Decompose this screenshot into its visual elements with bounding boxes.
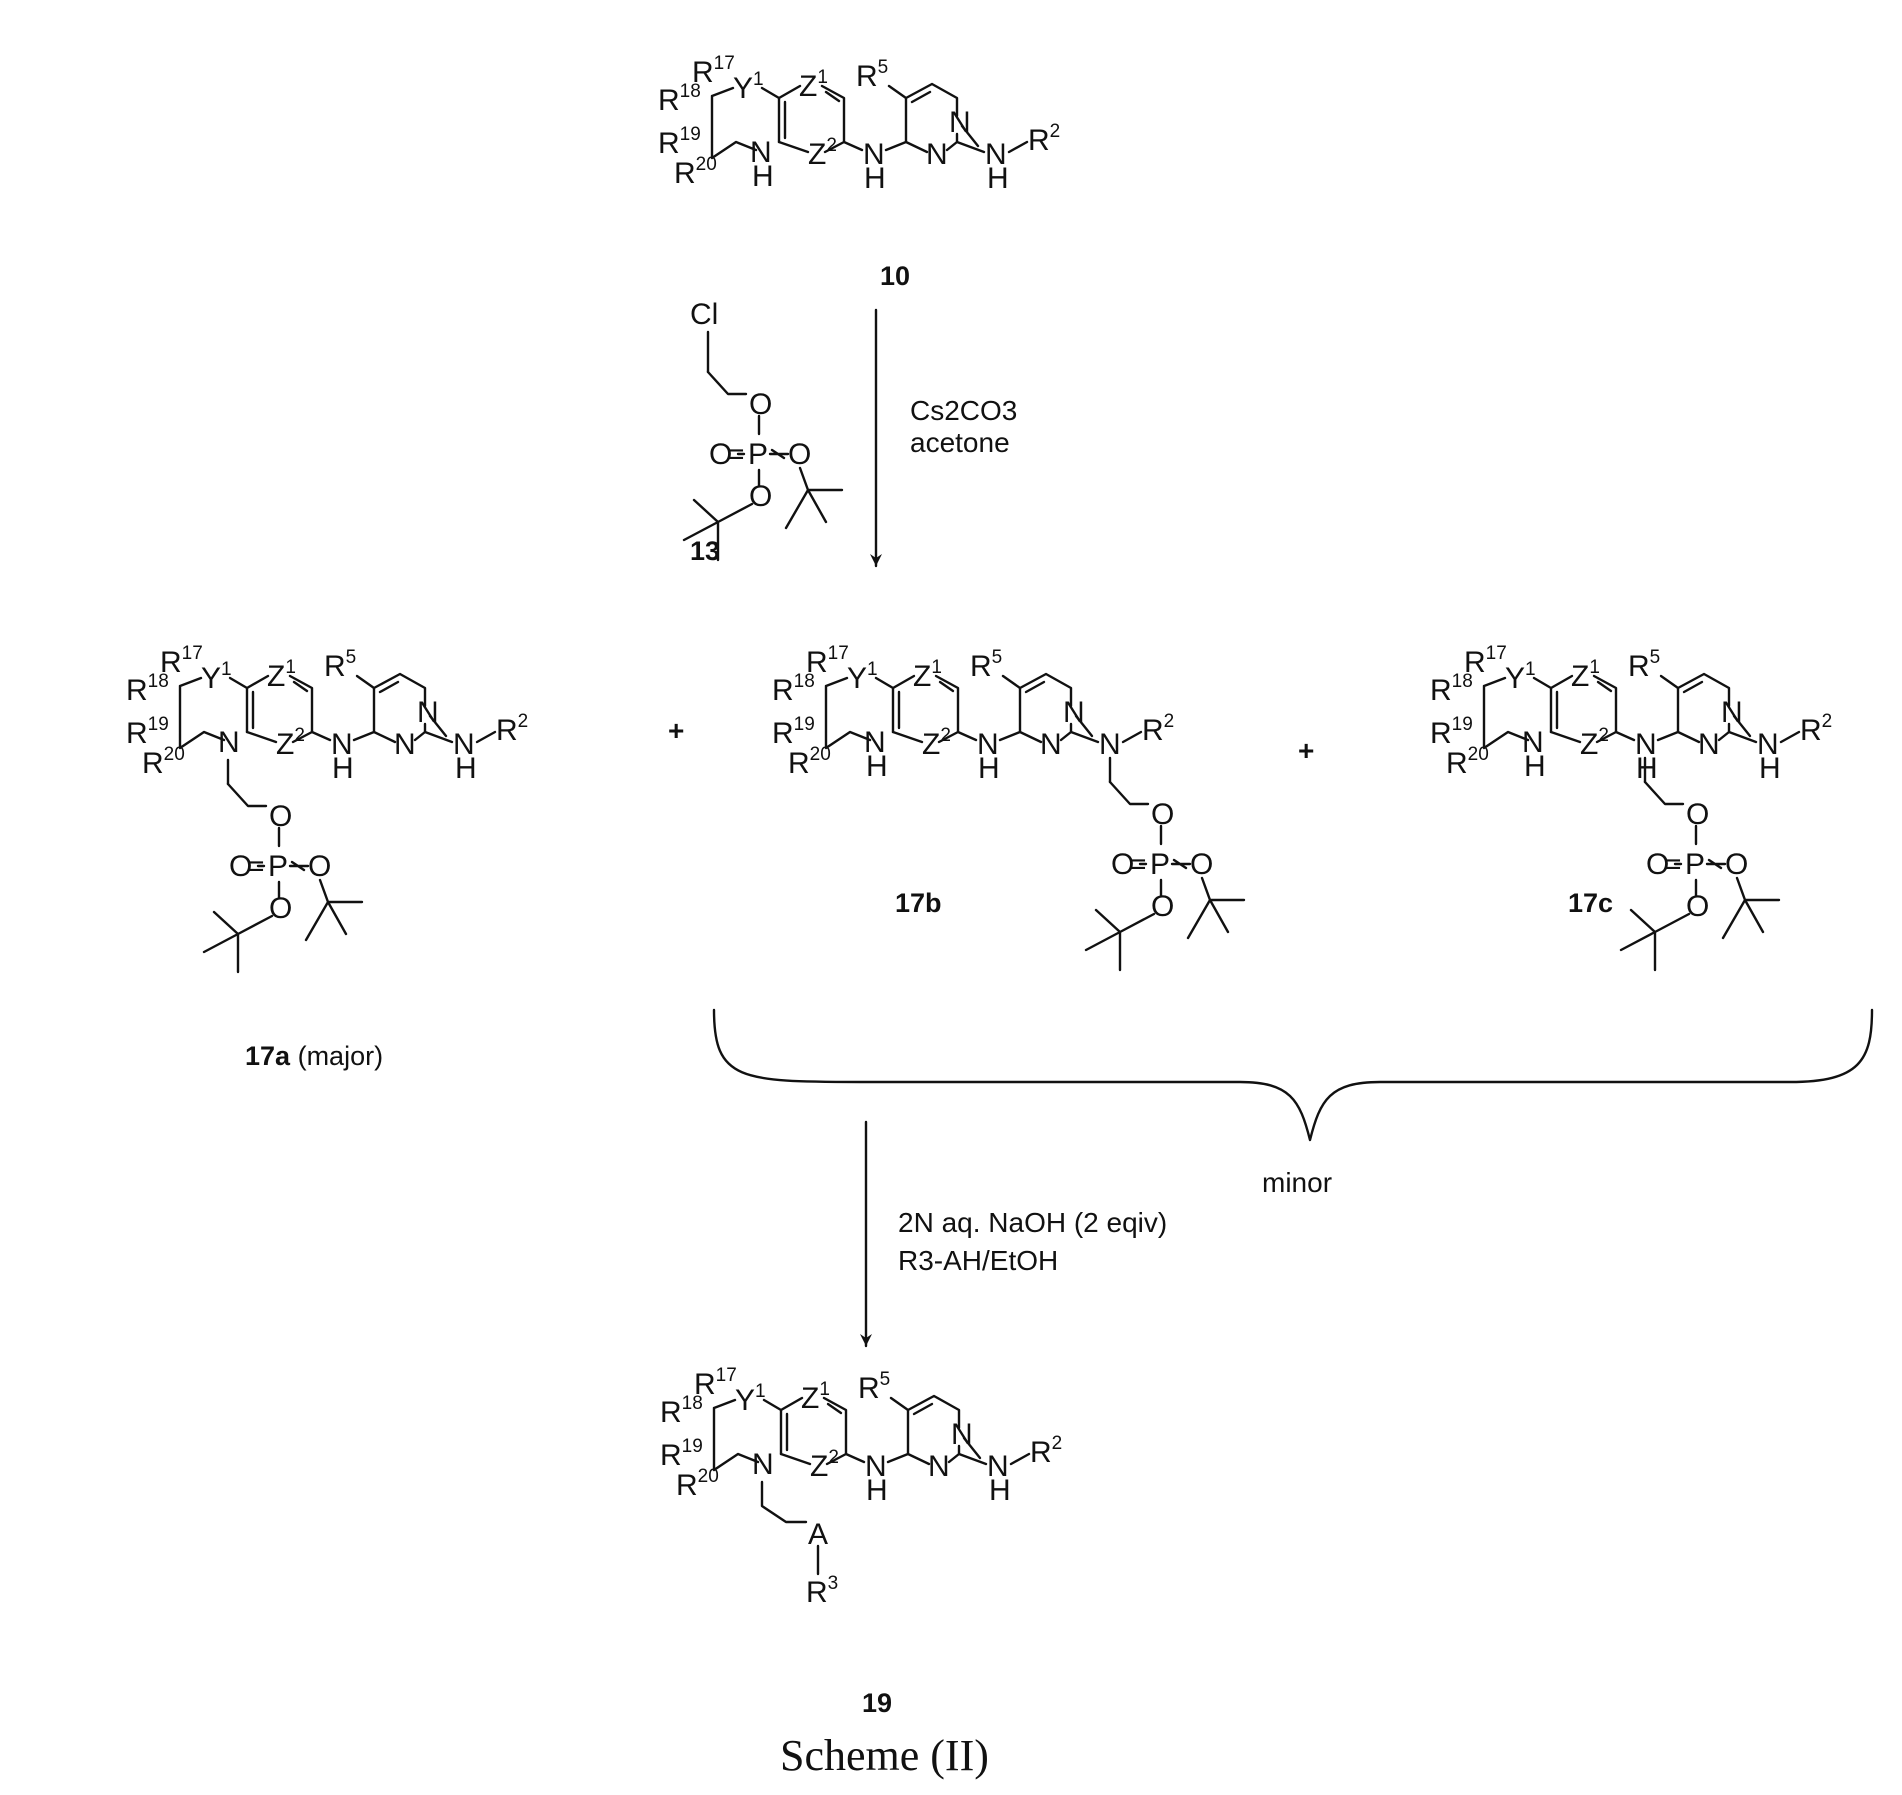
compound-17b-label: 17b <box>895 888 942 918</box>
r3-sub: R3 <box>806 1573 838 1609</box>
compound-17c-label: 17c <box>1568 888 1613 918</box>
compound-17a-label: 17a (major) <box>245 1041 383 1071</box>
condition-naoh: 2N aq. NaOH (2 eqiv) <box>898 1207 1167 1238</box>
compound-10-label: 10 <box>880 261 910 291</box>
condition-r3ah: R3-AH/EtOH <box>898 1245 1058 1276</box>
compound-17b-structure <box>772 643 1244 970</box>
compound-13-label: 13 <box>690 536 720 566</box>
minor-products-brace <box>714 1010 1872 1140</box>
compound-13-structure: Cl <box>684 298 842 560</box>
minor-label: minor <box>1262 1167 1332 1198</box>
reagent-cs2co3: Cs2CO3 <box>910 395 1017 426</box>
compound-17c-structure <box>1430 643 1832 970</box>
chlorine-atom: Cl <box>690 298 718 331</box>
linker-a-atom: A <box>808 1518 828 1551</box>
compound-19-structure: A R3 <box>660 1365 1062 1609</box>
compound-17a-structure <box>126 643 528 972</box>
compound-10-structure <box>658 53 1060 195</box>
solvent-acetone: acetone <box>910 427 1010 458</box>
compound-19-label: 19 <box>862 1688 892 1718</box>
plus-sign-2: + <box>1298 735 1314 766</box>
plus-sign-1: + <box>668 715 684 746</box>
scheme-caption: Scheme (II) <box>780 1731 989 1780</box>
